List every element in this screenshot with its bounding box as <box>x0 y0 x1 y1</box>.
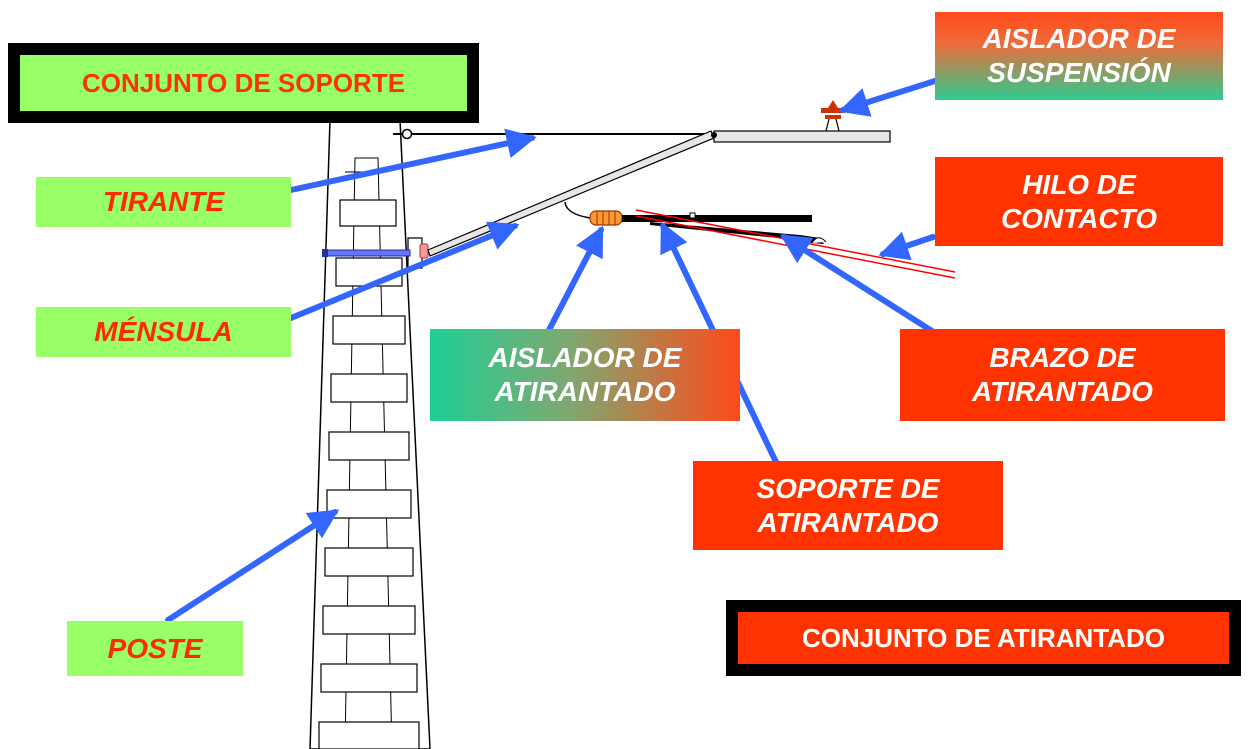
arrow-brazo-atirantado <box>779 234 935 334</box>
steady-arm <box>650 222 824 244</box>
pole-crossbar <box>326 489 412 519</box>
arrow-mensula <box>288 221 520 321</box>
pole-crossbar <box>339 199 397 227</box>
suspension-insulator <box>821 100 845 132</box>
label-brazo-atirantado: BRAZO DE ATIRANTADO <box>900 329 1225 421</box>
pole-crossbar <box>322 605 416 635</box>
pole <box>309 119 431 749</box>
pole-crossbar <box>318 721 420 749</box>
label-hilo-contacto: HILO DE CONTACTO <box>935 157 1223 246</box>
registration-tube <box>622 215 812 222</box>
title-conjunto-soporte-text: CONJUNTO DE SOPORTE <box>81 67 406 98</box>
title-conjunto-soporte: CONJUNTO DE SOPORTE <box>8 43 479 123</box>
pole-crossbar <box>320 663 418 693</box>
pole-crossbar <box>328 431 410 461</box>
label-poste: POSTE <box>67 621 243 676</box>
steady-arm-assembly <box>564 201 956 279</box>
registration-insulator <box>589 210 623 226</box>
arrow-aislador-atirantado <box>546 225 604 333</box>
pole-clamp-bar <box>325 249 411 257</box>
arrow-aislador-suspension <box>838 77 941 117</box>
title-conjunto-atirantado-text: CONJUNTO DE ATIRANTADO <box>801 622 1166 653</box>
arrow-poste <box>165 509 340 623</box>
cantilever-tube <box>427 130 891 257</box>
pole-crossbar <box>330 373 408 403</box>
label-mensula: MÉNSULA <box>36 307 291 357</box>
label-aislador-suspension: AISLADOR DE SUSPENSIÓN <box>935 12 1223 100</box>
pointer-arrows <box>165 77 941 623</box>
arrow-hilo-contacto <box>878 231 936 261</box>
pole-crossbar <box>332 315 406 345</box>
title-conjunto-atirantado: CONJUNTO DE ATIRANTADO <box>726 600 1241 676</box>
label-soporte-atirantado: SOPORTE DE ATIRANTADO <box>693 461 1003 550</box>
pole-crossbar <box>324 547 414 577</box>
label-aislador-atirantado: AISLADOR DE ATIRANTADO <box>430 329 740 421</box>
arrow-tirante <box>288 128 537 193</box>
label-tirante: TIRANTE <box>36 177 291 227</box>
tie-rod <box>393 128 714 140</box>
pole-crossbar <box>335 257 403 287</box>
